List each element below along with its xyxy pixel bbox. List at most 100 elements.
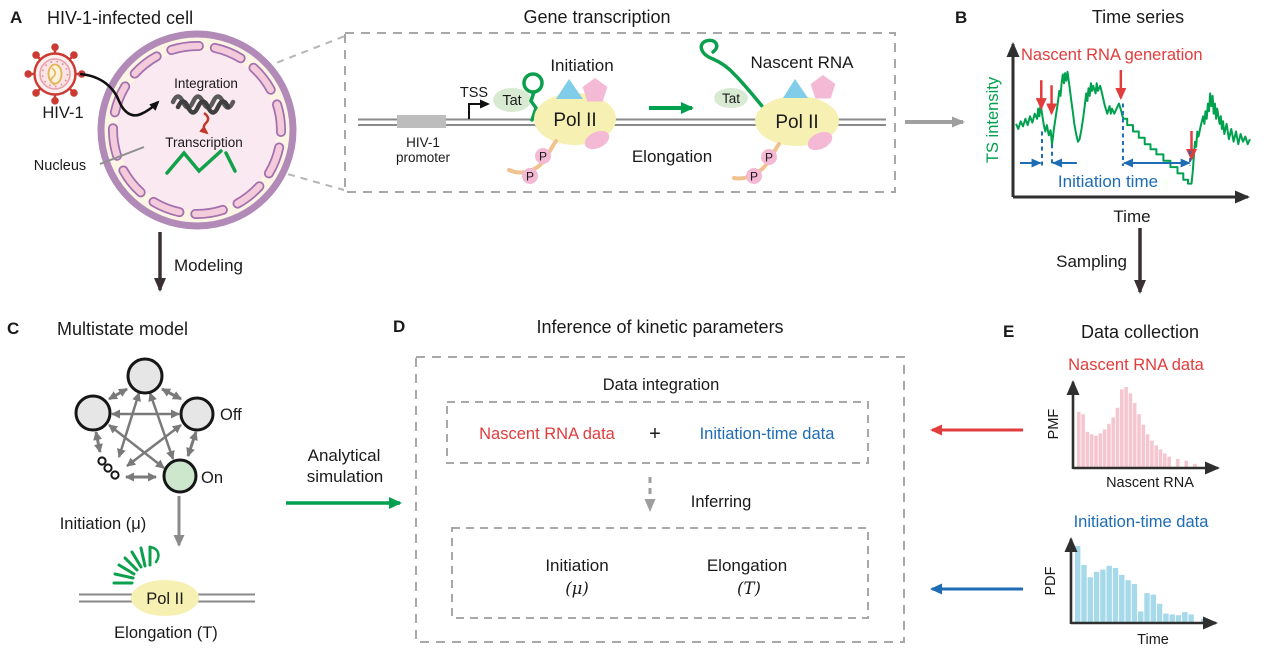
pol2-label: Pol II xyxy=(146,590,184,608)
tss-label: TSS xyxy=(460,85,488,101)
initiation-time-marks xyxy=(1019,103,1192,168)
multistate-arrows xyxy=(93,387,198,482)
pol2-label: Pol II xyxy=(775,112,818,133)
inferring-label: Inferring xyxy=(691,493,752,511)
tat-label: Tat xyxy=(502,93,521,109)
elongation-param-label: Elongation xyxy=(707,556,787,575)
promoter-label-1: HIV-1 xyxy=(406,135,440,150)
factor-triangle-icon xyxy=(783,79,808,98)
infection-entry-arrow xyxy=(79,72,160,117)
integration-label: Integration xyxy=(174,76,238,91)
tss-arrow xyxy=(468,99,490,119)
panel-e-label: E xyxy=(1003,322,1014,341)
pdf-ylabel: PDF xyxy=(1043,566,1059,595)
mrna-zigzag-icon xyxy=(165,149,237,175)
panel-a-title: HIV-1-infected cell xyxy=(47,8,193,28)
cell-illustration: Integration Transcription xyxy=(97,30,297,230)
tat-label: Tat xyxy=(722,91,740,106)
tar-hairpin-icon xyxy=(522,72,544,122)
nascent-rna-generation-label: Nascent RNA generation xyxy=(1021,46,1203,64)
tat-protein xyxy=(493,88,531,112)
phospho-site xyxy=(522,168,538,184)
ellipsis-states xyxy=(97,456,120,480)
analytical-label-1: Analytical xyxy=(308,446,381,465)
ts-intensity-trace xyxy=(1015,70,1251,185)
elongation-rate-label: Elongation (T) xyxy=(114,624,218,642)
tat-protein xyxy=(714,88,748,108)
elongation-complex: P P Tat Pol II xyxy=(699,38,839,184)
phospho-label: P xyxy=(750,170,758,184)
plus-sign: + xyxy=(649,423,661,445)
panel-d-label: D xyxy=(393,317,405,336)
hiv-label: HIV-1 xyxy=(42,104,83,122)
nascent-rna-data-label: Nascent RNA data xyxy=(479,425,616,443)
initiation-param-label: Initiation xyxy=(545,556,608,575)
b-ylabel: TS intensity xyxy=(984,76,1002,163)
phospho-label: P xyxy=(539,150,547,164)
nascent-rna-histogram xyxy=(1077,387,1197,467)
elongation-label: Elongation xyxy=(632,147,712,166)
initiation-time-label: Initiation time xyxy=(1058,172,1158,191)
panel-e-title: Data collection xyxy=(1081,322,1199,342)
pmf-ylabel: PMF xyxy=(1046,409,1062,440)
phospho-site xyxy=(535,148,551,164)
parameters-box xyxy=(451,527,869,619)
off-label: Off xyxy=(220,406,242,424)
b-xlabel: Time xyxy=(1113,207,1150,226)
analytical-label-2: simulation xyxy=(307,467,384,486)
initiation-rate-label: Initiation (μ) xyxy=(60,515,147,533)
panel-c: C Multistate model xyxy=(7,319,255,642)
pol2-label: Pol II xyxy=(553,110,596,131)
ctd-tail xyxy=(507,139,558,175)
panel-gene-transcription: Gene transcription HIV-1 promoter TSS xyxy=(344,7,896,193)
nascent-rna-fan-icon xyxy=(112,545,160,585)
nascent-rna-label: Nascent RNA xyxy=(751,53,855,72)
nucleus-label: Nucleus xyxy=(34,158,86,174)
phospho-label: P xyxy=(765,151,773,165)
initiation-complex: P P Tat Pol II xyxy=(493,72,616,184)
panel-b: B Time series Nascent RNA generation TS … xyxy=(955,7,1251,226)
factor-pentagon-icon xyxy=(810,75,836,99)
panel-d-title: Inference of kinetic parameters xyxy=(536,317,783,337)
factor-blob-icon xyxy=(807,131,833,151)
panel-c-title: Multistate model xyxy=(57,319,188,339)
panel-e: E Data collection Nascent RNA data PMF N… xyxy=(1003,322,1220,648)
phospho-site xyxy=(761,149,777,165)
data-integration-label: Data integration xyxy=(603,376,720,394)
hiv-virion-icon xyxy=(24,43,86,105)
mu-symbol: (μ) xyxy=(565,579,589,598)
panel-a: A HIV-1-infected cell Integration Transc… xyxy=(10,8,346,292)
factor-pentagon-icon xyxy=(582,78,608,102)
promoter-label-2: promoter xyxy=(396,150,451,165)
nucleus-body xyxy=(117,50,277,210)
nascent-rna-data-title: Nascent RNA data xyxy=(1068,356,1205,374)
on-state-node xyxy=(162,458,198,494)
initiation-time-histogram xyxy=(1075,546,1207,622)
initiation-time-data-title: Initiation-time data xyxy=(1074,513,1210,531)
modeling-label: Modeling xyxy=(174,256,243,275)
sampling-label: Sampling xyxy=(1056,252,1127,271)
nascent-rna-strand xyxy=(699,38,764,108)
pdf-xlabel: Time xyxy=(1137,632,1169,648)
nucleus-pointer-line xyxy=(99,146,145,165)
pmf-xlabel: Nascent RNA xyxy=(1106,475,1194,491)
off-state-node xyxy=(126,357,164,395)
gene-transcription-box xyxy=(344,32,896,193)
hiv-promoter-box xyxy=(397,115,446,128)
t-symbol: (T) xyxy=(737,579,761,598)
gene-transcription-title: Gene transcription xyxy=(523,7,670,27)
factor-triangle-icon xyxy=(556,79,583,99)
initiation-label: Initiation xyxy=(550,56,613,75)
integrated-dna-icon xyxy=(170,94,236,115)
data-integration-box xyxy=(446,401,869,464)
panel-c-label: C xyxy=(7,319,19,338)
panel-d: D Inference of kinetic parameters Data i… xyxy=(393,317,905,643)
initiation-time-data-label: Initiation-time data xyxy=(700,425,836,443)
transcription-label: Transcription xyxy=(165,135,243,150)
panel-a-label: A xyxy=(10,8,22,27)
nascent-rna-event-arrows xyxy=(1035,70,1197,161)
phospho-label: P xyxy=(526,170,534,184)
integration-to-transcription-arrow xyxy=(199,111,210,135)
inference-box xyxy=(415,356,905,643)
